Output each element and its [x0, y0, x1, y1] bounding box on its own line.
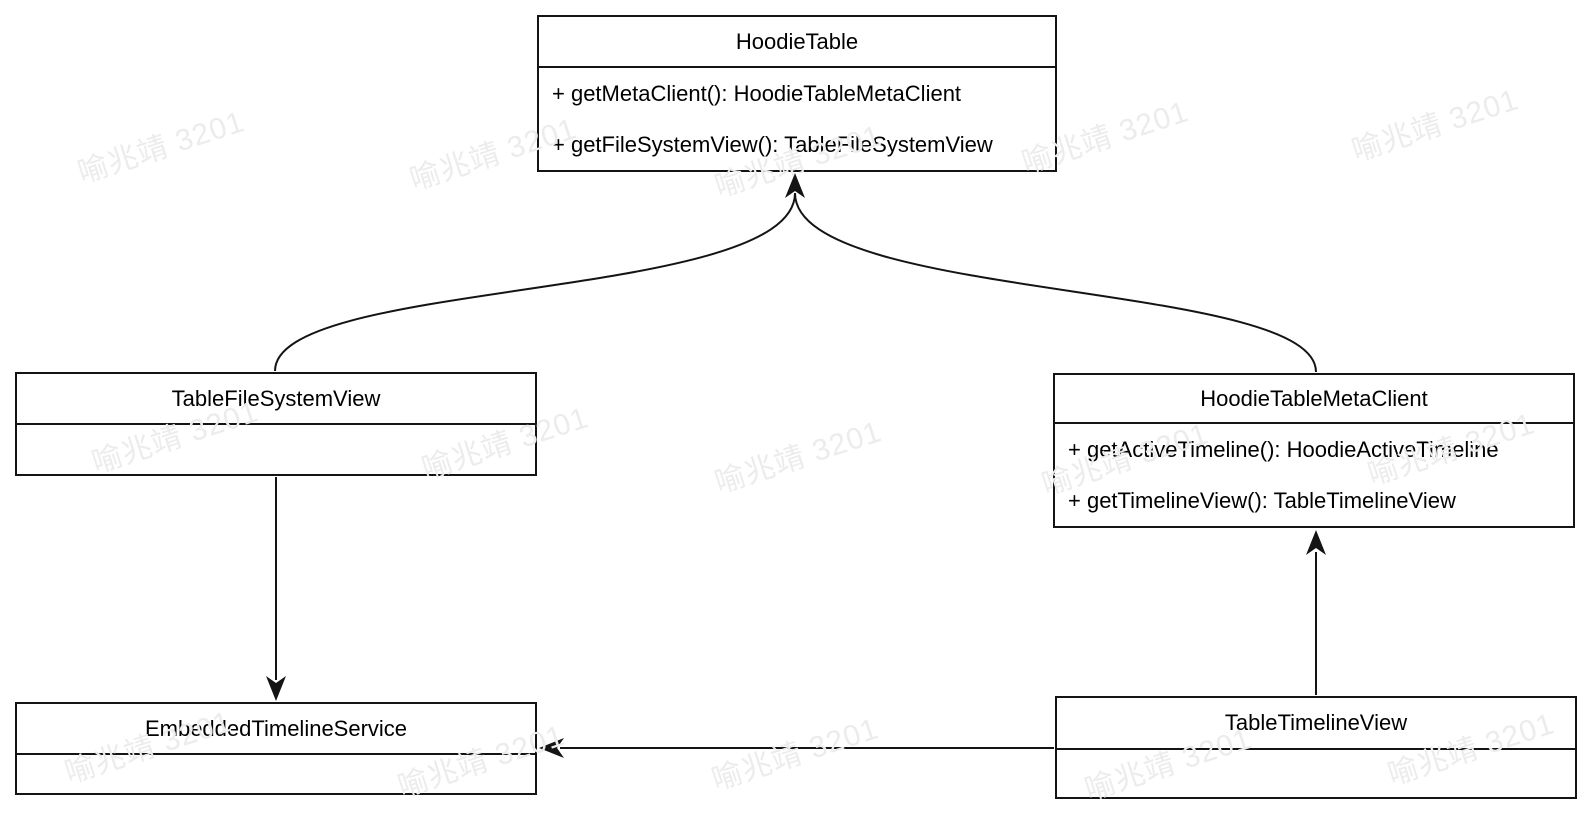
- class-box-tabletimelineview: TableTimelineView: [1055, 696, 1577, 799]
- edge-tablefilesystemview-to-hoodietable: [274, 192, 796, 372]
- class-method: + getMetaClient(): HoodieTableMetaClient: [552, 80, 962, 106]
- class-body: + getActiveTimeline(): HoodieActiveTimel…: [1055, 424, 1573, 526]
- class-body: + getMetaClient(): HoodieTableMetaClient…: [539, 68, 1055, 170]
- class-box-tablefilesystemview: TableFileSystemView: [15, 372, 537, 476]
- class-method: + getFileSystemView(): TableFileSystemVi…: [552, 131, 993, 157]
- class-body: [17, 425, 535, 474]
- class-box-embeddedtimelineservice: EmbeddedTimelineService: [15, 702, 537, 795]
- class-name: EmbeddedTimelineService: [17, 704, 535, 755]
- edge-hoodietablemetaclient-to-hoodietable: [794, 192, 1317, 373]
- arrowhead-left-embeddedtimelineservice: [539, 738, 564, 758]
- class-body: [1057, 750, 1575, 797]
- class-body: [17, 755, 535, 793]
- class-name: HoodieTableMetaClient: [1055, 375, 1573, 424]
- class-box-hoodietable: HoodieTable + getMetaClient(): HoodieTab…: [537, 15, 1057, 172]
- arrowhead-up-hoodietable: [785, 173, 805, 198]
- class-name: TableTimelineView: [1057, 698, 1575, 750]
- class-name: TableFileSystemView: [17, 374, 535, 425]
- class-method: + getTimelineView(): TableTimelineView: [1068, 487, 1456, 513]
- class-box-hoodietablemetaclient: HoodieTableMetaClient + getActiveTimelin…: [1053, 373, 1575, 528]
- arrowhead-down-embeddedtimelineservice: [266, 676, 286, 701]
- arrowhead-up-hoodietablemetaclient: [1306, 530, 1326, 555]
- class-name: HoodieTable: [539, 17, 1055, 68]
- class-method: + getActiveTimeline(): HoodieActiveTimel…: [1068, 436, 1499, 462]
